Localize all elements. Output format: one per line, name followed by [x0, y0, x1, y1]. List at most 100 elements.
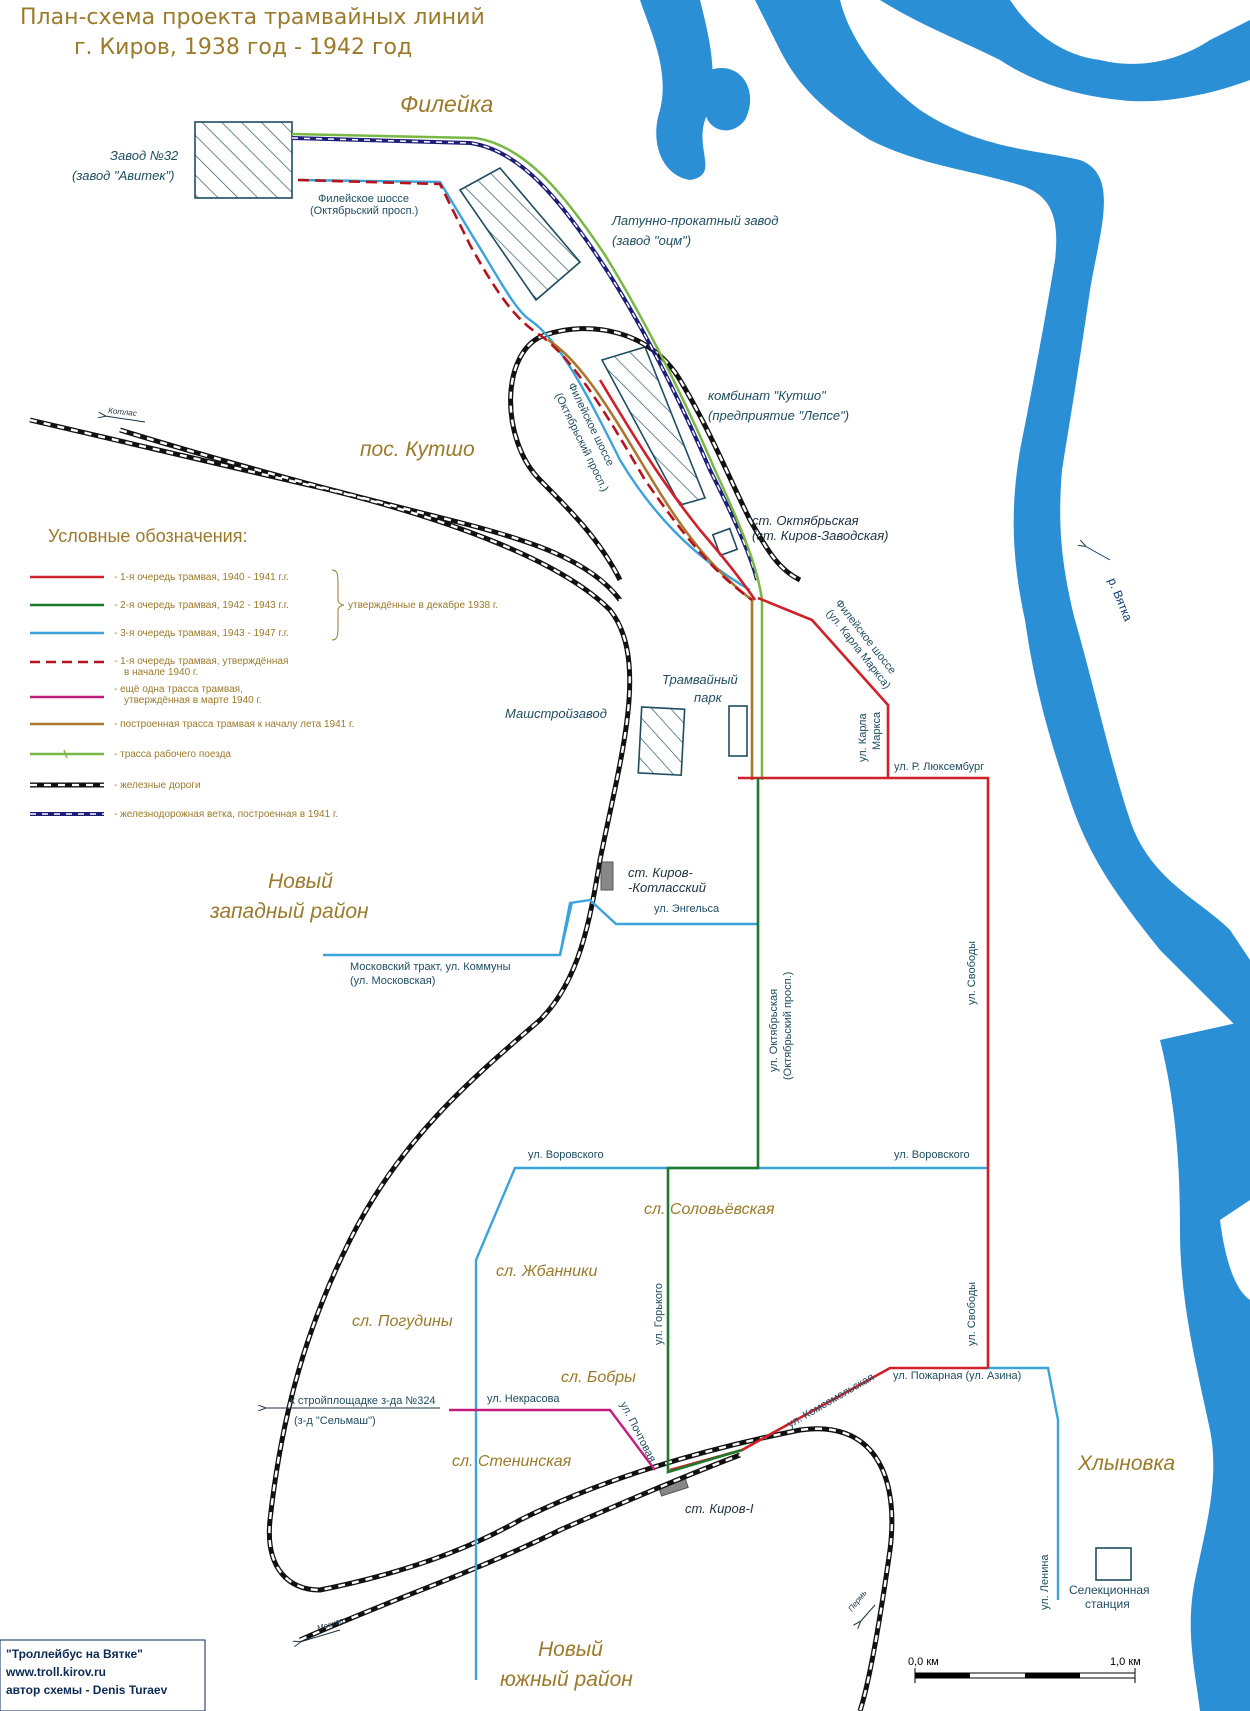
label-perm: Пермь — [846, 1589, 868, 1614]
zavod-32-block — [194, 121, 293, 199]
district-soloveva: сл. Соловьёвская — [644, 1201, 775, 1218]
label-tram-park-1: Трамвайный — [662, 672, 738, 687]
plant-labels: Завод №32 (завод "Авитек") Латунно-прока… — [72, 148, 1150, 1611]
factory-blocks — [194, 121, 1132, 1581]
district-zhbanniki: сл. Жбанники — [496, 1263, 598, 1280]
label-stroyploshchadka-1: к стройплощадке з-да №324 — [290, 1395, 436, 1407]
legend-approved: утверждённые в декабре 1938 г. — [348, 599, 498, 611]
river-vyatka — [600, 0, 1250, 1711]
selection-station-block — [1095, 1547, 1132, 1581]
district-new-west-2: западный район — [209, 900, 369, 923]
scale-end: 1,0 км — [1110, 1656, 1141, 1668]
label-nekrasova: ул. Некрасова — [487, 1393, 560, 1405]
label-vorovskogo-left: ул. Воровского — [528, 1149, 604, 1161]
legend-brace: утверждённые в декабре 1938 г. — [331, 569, 498, 641]
svg-text:- железнодорожная ветка, постр: - железнодорожная ветка, построенная в 1… — [114, 809, 338, 820]
label-fileiskoe-1: Филейское шоссе — [318, 193, 409, 205]
legend-item-stage3: - 3-я очередь трамвая, 1943 - 1947 г.г. — [30, 628, 289, 639]
svg-text:- ещё одна трасса трамвая,: - ещё одна трасса трамвая, — [114, 684, 243, 695]
label-latun-2: (завод "оцм") — [612, 233, 691, 248]
label-selection-2: станция — [1085, 1597, 1130, 1611]
label-oktyabrskaya-1: ул. Октябрьская — [768, 989, 780, 1072]
scale-start: 0,0 км — [908, 1656, 939, 1668]
district-steninskaya: сл. Стенинская — [452, 1453, 572, 1470]
district-kutsho: пос. Кутшо — [360, 438, 475, 461]
tram-stage2-green — [666, 778, 760, 1474]
label-stroyploshchadka-2: (з-д "Сельмаш") — [294, 1415, 376, 1427]
label-vorovskogo-right: ул. Воровского — [894, 1149, 970, 1161]
legend-item-worker-train: - трасса рабочего поезда — [30, 748, 231, 760]
label-oktyabrskaya-2: (Октябрьский просп.) — [782, 972, 794, 1080]
legend-item-march-1940: - ещё одна трасса трамвая, утверждённая … — [30, 684, 262, 706]
svg-text:- трасса рабочего поезда: - трасса рабочего поезда — [114, 748, 231, 760]
legend-item-stage1: - 1-я очередь трамвая, 1940 - 1941 г.г. — [30, 572, 289, 583]
svg-text:- железные дороги: - железные дороги — [114, 780, 201, 791]
label-tram-park-2: парк — [694, 690, 723, 705]
label-svobody-lower: ул. Свободы — [966, 1282, 978, 1346]
rail-branch-1941 — [291, 136, 759, 581]
credits: "Троллейбус на Вятке" www.troll.kirov.ru… — [0, 1639, 206, 1711]
scale-bar: 0,0 км 1,0 км — [908, 1656, 1141, 1683]
svg-text:- 2-я очередь трамвая, 1942 -: - 2-я очередь трамвая, 1942 - 1943 г.г. — [114, 600, 289, 611]
tram-stage3-blue — [297, 178, 1060, 1680]
svg-text:утверждённая в марте 1940 г.: утверждённая в марте 1940 г. — [124, 695, 262, 706]
district-khlynovka: Хлыновка — [1077, 1452, 1175, 1475]
tram-march-1940 — [449, 1408, 656, 1471]
street-labels: Филейское шоссе (Октябрьский просп.) Фил… — [290, 193, 1051, 1610]
legend-title: Условные обозначения: — [48, 526, 247, 546]
label-kutsho-1: комбинат "Кутшо" — [708, 388, 827, 403]
legend-item-stage2: - 2-я очередь трамвая, 1942 - 1943 г.г. — [30, 600, 289, 611]
district-fileika: Филейка — [400, 91, 493, 117]
svg-text:- 1-я очередь трамвая, 1940 -: - 1-я очередь трамвая, 1940 - 1941 г.г. — [114, 572, 289, 583]
rail-direction-labels: Котлас Москва Пермь — [108, 406, 869, 1633]
label-karla-marksa-1: ул. Карла — [857, 713, 869, 762]
legend-item-built-1941: - построенная трасса трамвая к началу ле… — [30, 719, 354, 730]
mashstroy-block — [637, 706, 686, 776]
kotlassky-station-block — [600, 861, 614, 891]
label-zavod32-2: (завод "Авитек") — [72, 168, 174, 183]
district-bobry: сл. Бобры — [561, 1369, 636, 1386]
label-kutsho-2: (предприятие "Лепсе") — [708, 408, 849, 423]
oktyabrskaya-station-block — [711, 527, 739, 557]
label-engelsa: ул. Энгельса — [654, 903, 720, 915]
district-new-west-1: Новый — [268, 870, 333, 893]
label-komsomolskaya: ул. Комсомольская — [786, 1371, 877, 1430]
direction-arrows — [105, 416, 1111, 1642]
label-latun-1: Латунно-прокатный завод — [611, 213, 778, 228]
district-new-south-1: Новый — [538, 1638, 603, 1661]
label-moskovsky-1: Московский тракт, ул. Коммуны — [350, 961, 511, 973]
railways — [29, 326, 895, 1711]
latun-zavod-block — [458, 166, 582, 302]
label-river-vyatka: р. Вятка — [1105, 576, 1135, 624]
label-selection-1: Селекционная — [1069, 1583, 1150, 1597]
station-labels: ст. Октябрьская (ст. Киров-Заводская) ст… — [628, 513, 888, 1516]
label-okt-station-2: (ст. Киров-Заводская) — [752, 528, 888, 543]
credit-line1: "Троллейбус на Вятке" — [6, 1647, 143, 1661]
legend-item-railway: - железные дороги — [30, 780, 201, 791]
credit-line2: www.troll.kirov.ru — [5, 1665, 106, 1679]
svg-text:- 1-я очередь трамвая, утвержд: - 1-я очередь трамвая, утверждённая — [114, 656, 288, 667]
label-pochtovaya: ул. Почтовая — [617, 1400, 658, 1464]
svg-text:в начале 1940 г.: в начале 1940 г. — [124, 667, 198, 678]
label-kirov1: ст. Киров-I — [685, 1501, 754, 1516]
tram-approved-1940 — [297, 178, 753, 602]
label-zavod32-1: Завод №32 — [110, 148, 179, 163]
map-title-line1: План-схема проекта трамвайных линий — [20, 5, 485, 30]
label-svobody-upper: ул. Свободы — [966, 941, 978, 1005]
legend-item-rail-branch: - железнодорожная ветка, построенная в 1… — [30, 809, 338, 820]
svg-text:- построенная трасса трамвая к: - построенная трасса трамвая к началу ле… — [114, 719, 354, 730]
label-kotlassky-1: ст. Киров- — [628, 865, 694, 880]
label-pozharnaya: ул. Пожарная (ул. Азина) — [893, 1370, 1021, 1382]
district-pogudiny: сл. Погудины — [352, 1313, 453, 1330]
svg-text:- 3-я очередь трамвая, 1943 -: - 3-я очередь трамвая, 1943 - 1947 г.г. — [114, 628, 289, 639]
label-okt-station-1: ст. Октябрьская — [752, 513, 859, 528]
map-title-line2: г. Киров, 1938 год - 1942 год — [74, 35, 412, 60]
legend-item-approved-1940: - 1-я очередь трамвая, утверждённая в на… — [30, 656, 288, 678]
label-mashstroy: Машстройзавод — [505, 706, 607, 721]
district-labels: Филейка пос. Кутшо Новый западный район … — [209, 91, 1175, 1691]
kutsho-block — [600, 346, 707, 506]
legend: Условные обозначения: - 1-я очередь трам… — [30, 526, 498, 820]
label-karla-marksa-2: Маркса — [871, 711, 883, 750]
label-moskva: Москва — [316, 1616, 345, 1633]
